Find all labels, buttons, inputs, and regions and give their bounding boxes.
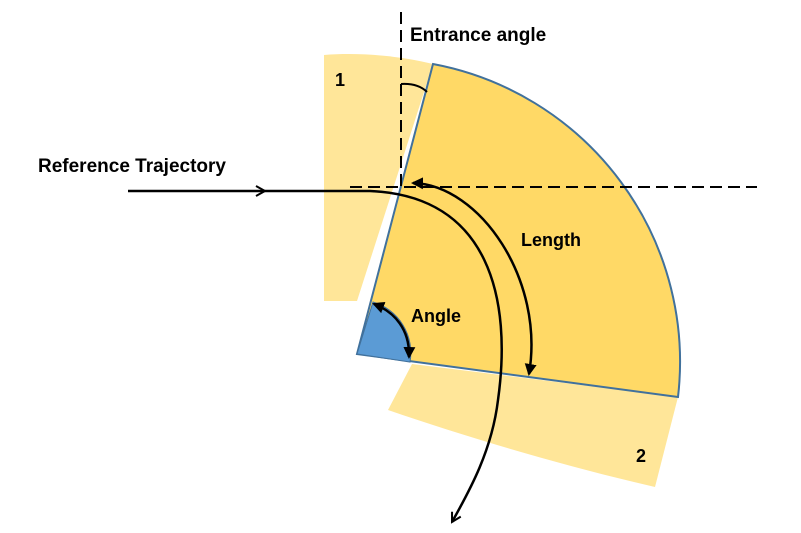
fringe-region-1 [324, 54, 433, 301]
angle-double-arrow [372, 301, 416, 359]
region-2-label: 2 [636, 446, 646, 466]
entrance-angle-label: Entrance angle [410, 25, 546, 46]
length-double-arrow [411, 177, 537, 376]
length-label: Length [521, 230, 581, 250]
reference-trajectory-label: Reference Trajectory [38, 156, 226, 177]
fringe-region-2 [388, 364, 678, 487]
entrance-angle-arc [400, 82, 428, 93]
angle-label: Angle [411, 306, 461, 326]
region-1-label: 1 [335, 70, 345, 90]
